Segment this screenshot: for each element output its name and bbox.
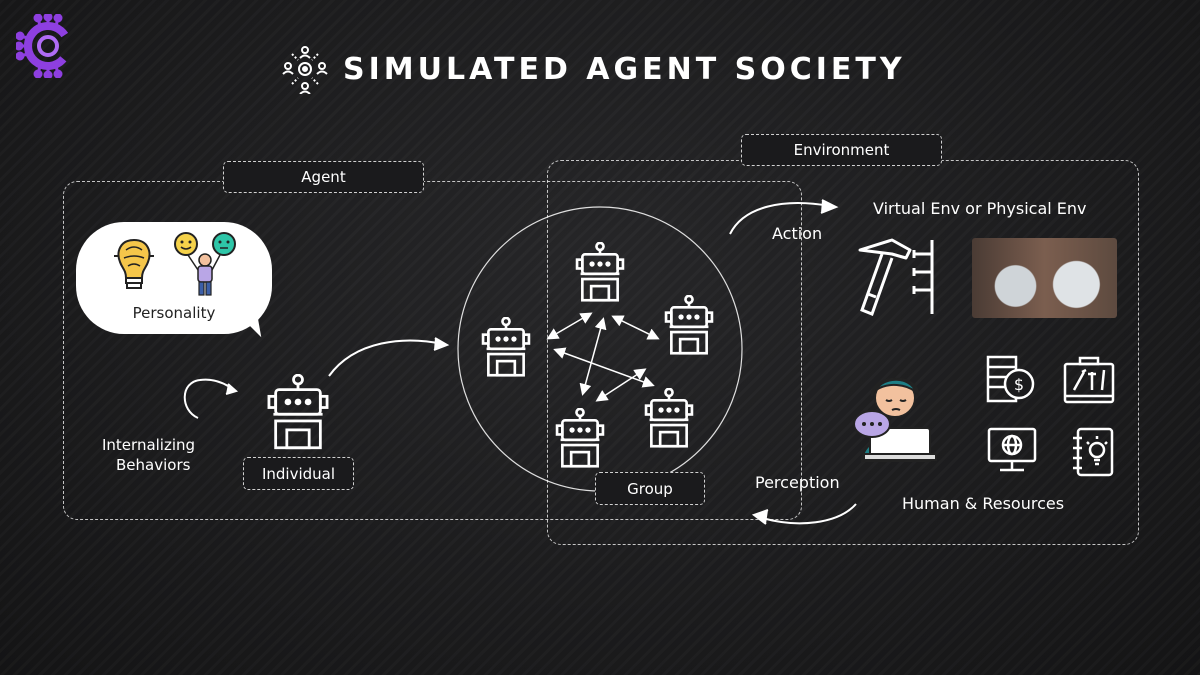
svg-text:$: $ — [1014, 375, 1024, 394]
perception-label: Perception — [755, 473, 840, 492]
virtual-env-label: Virtual Env or Physical Env — [873, 199, 1087, 218]
human-laptop-icon — [850, 366, 942, 462]
action-label: Action — [772, 224, 822, 243]
idea-notebook-icon — [1070, 426, 1116, 478]
hammer-nails-icon — [852, 236, 940, 318]
money-server-icon: $ — [985, 354, 1037, 406]
group-label: Group — [595, 472, 705, 505]
human-resources-label: Human & Resources — [902, 494, 1064, 513]
web-monitor-icon — [986, 426, 1038, 474]
physical-robots-photo — [972, 238, 1117, 318]
perception-arrow — [748, 498, 863, 532]
toolbox-icon — [1062, 354, 1116, 406]
